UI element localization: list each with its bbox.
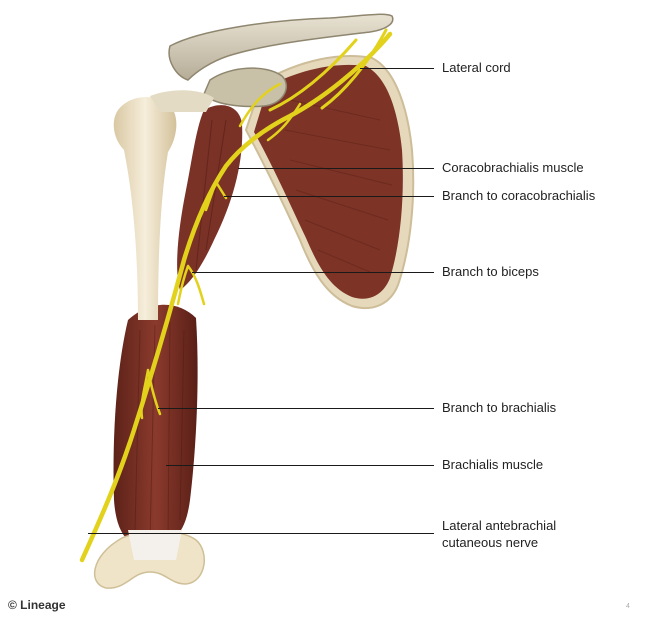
leader-line-branch-biceps — [192, 272, 434, 273]
label-branch-brachialis: Branch to brachialis — [442, 400, 556, 416]
label-branch-biceps: Branch to biceps — [442, 264, 539, 280]
brachialis-muscle-shape — [114, 305, 198, 548]
leader-line-coracobrachialis-muscle — [238, 168, 434, 169]
label-lateral-antebrachial-line1: Lateral antebrachial — [442, 518, 556, 534]
page-number: 4 — [626, 603, 630, 610]
leader-line-branch-brachialis — [158, 408, 434, 409]
label-coracobrachialis-muscle: Coracobrachialis muscle — [442, 160, 584, 176]
label-brachialis-muscle: Brachialis muscle — [442, 457, 543, 473]
leader-line-lateral-cord — [360, 68, 434, 69]
label-lateral-cord: Lateral cord — [442, 60, 511, 76]
label-branch-coracobrachialis: Branch to coracobrachialis — [442, 188, 595, 204]
leader-line-branch-coracobrachialis — [224, 196, 434, 197]
label-lateral-antebrachial-line2: cutaneous nerve — [442, 535, 538, 551]
leader-line-lateral-antebrachial — [88, 533, 434, 534]
leader-line-brachialis-muscle — [166, 465, 434, 466]
copyright-credit: © Lineage — [8, 598, 66, 612]
